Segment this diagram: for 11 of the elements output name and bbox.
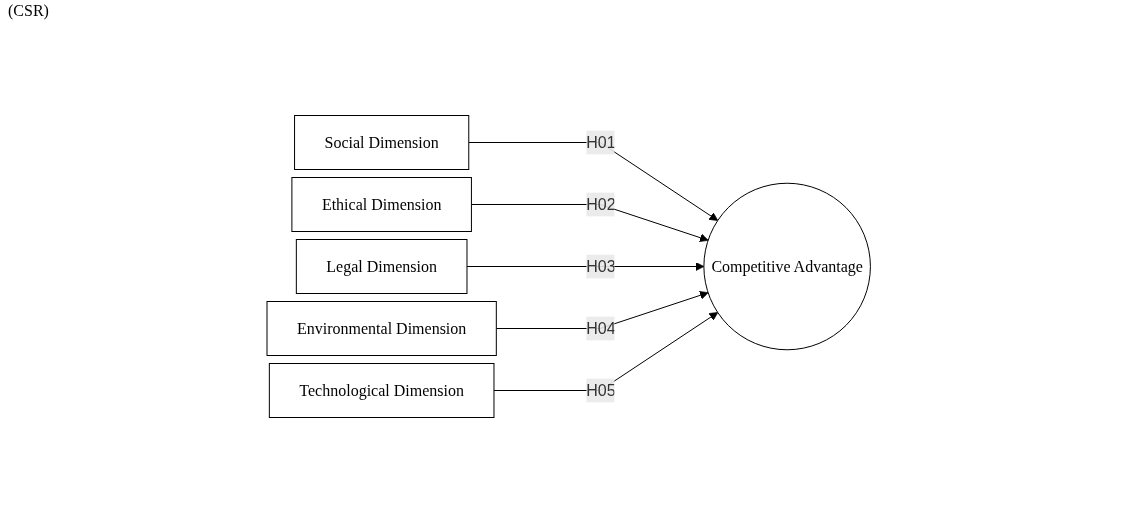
node-box: Environmental Dimension	[266, 301, 498, 356]
node-circle: Competitive Advantage	[703, 182, 872, 351]
node-box: Ethical Dimension	[291, 177, 473, 232]
arrow	[471, 204, 709, 242]
arrow	[466, 262, 705, 271]
node-box: Legal Dimension	[296, 239, 468, 294]
node-box: Social Dimension	[294, 115, 470, 170]
diagram-label: (CSR)	[8, 2, 49, 20]
node-box: Technological Dimension	[269, 363, 495, 418]
arrow	[493, 312, 719, 391]
arrow	[468, 142, 719, 221]
